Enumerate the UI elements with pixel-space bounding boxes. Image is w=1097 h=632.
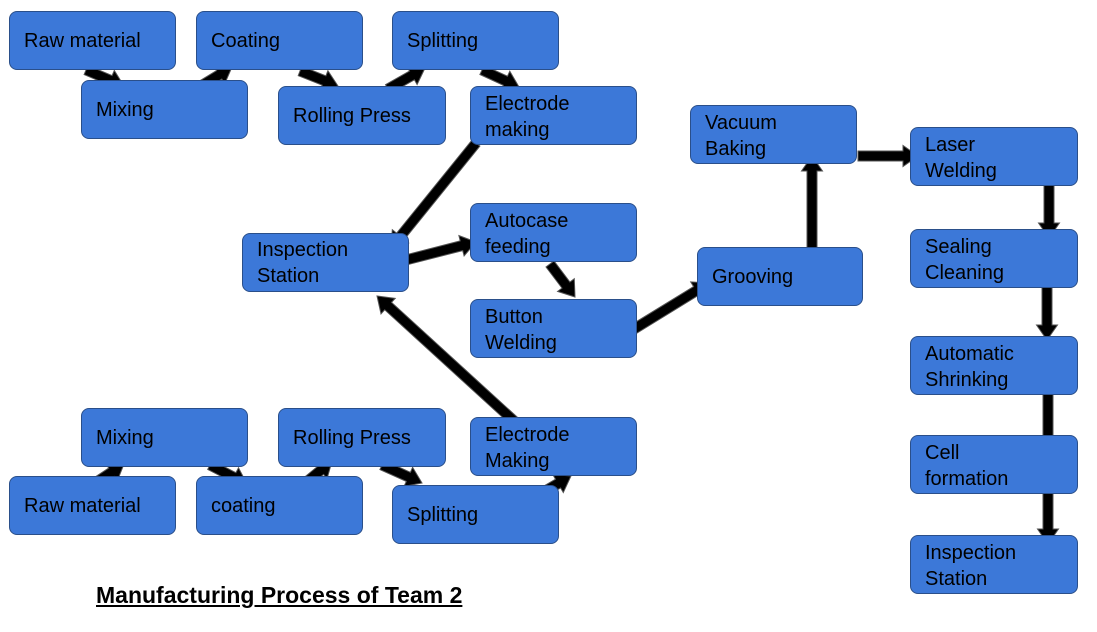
node-autocase-feeding: Autocase feeding bbox=[470, 203, 637, 262]
node-top-splitting: Splitting bbox=[392, 11, 559, 70]
node-button-welding: Button Welding bbox=[470, 299, 637, 358]
node-top-mixing: Mixing bbox=[81, 80, 248, 139]
node-label: Rolling Press bbox=[293, 427, 411, 449]
node-bottom-raw-material: Raw material bbox=[9, 476, 176, 535]
node-label: Coating bbox=[211, 30, 280, 52]
node-label: Electrode Making bbox=[485, 424, 570, 472]
arrow-autocase-to-button bbox=[545, 260, 576, 298]
node-top-electrode-making: Electrode making bbox=[470, 86, 637, 145]
node-bottom-coating: coating bbox=[196, 476, 363, 535]
node-cell-formation: Cell formation bbox=[910, 435, 1078, 494]
node-grooving: Grooving bbox=[697, 247, 863, 306]
node-label: Automatic Shrinking bbox=[925, 343, 1014, 391]
node-label: Inspection Station bbox=[257, 238, 349, 287]
node-label: Raw material bbox=[24, 30, 141, 52]
node-bottom-splitting: Splitting bbox=[392, 485, 559, 544]
node-bottom-rolling-press: Rolling Press bbox=[278, 408, 446, 467]
node-top-rolling-press: Rolling Press bbox=[278, 86, 446, 145]
arrow-sealing-to-shrinking bbox=[1035, 280, 1059, 341]
node-label: Splitting bbox=[407, 30, 479, 52]
node-label: Autocase feeding bbox=[485, 210, 569, 258]
node-label: Mixing bbox=[96, 99, 154, 121]
node-label: Grooving bbox=[712, 266, 794, 288]
arrow-electrode-to-inspection bbox=[390, 139, 481, 249]
node-laser-welding: Laser Welding bbox=[910, 127, 1078, 186]
node-automatic-shrinking: Automatic Shrinking bbox=[910, 336, 1078, 395]
node-label: Cell formation bbox=[925, 442, 1009, 490]
node-label: Electrode making bbox=[485, 93, 570, 141]
node-label: Button Welding bbox=[485, 306, 557, 354]
node-sealing-cleaning: Sealing Cleaning bbox=[910, 229, 1078, 288]
node-label: Rolling Press bbox=[293, 105, 411, 127]
node-label: Laser Welding bbox=[925, 134, 997, 182]
arrow-vacuum-to-laser bbox=[857, 144, 919, 168]
node-inspection-station-center: Inspection Station bbox=[242, 233, 409, 292]
node-top-coating: Coating bbox=[196, 11, 363, 70]
diagram-title: Manufacturing Process of Team 2 bbox=[96, 582, 463, 608]
node-label: Splitting bbox=[407, 504, 479, 526]
node-vacuum-baking: Vacuum Baking bbox=[690, 105, 857, 164]
node-label: Raw material bbox=[24, 495, 141, 517]
node-bottom-mixing: Mixing bbox=[81, 408, 248, 467]
node-inspection-station-final: Inspection Station bbox=[910, 535, 1078, 594]
node-label: coating bbox=[211, 495, 276, 517]
node-top-raw-material: Raw material bbox=[9, 11, 176, 70]
node-label: Mixing bbox=[96, 427, 154, 449]
arrow-bottom-electrode-to-inspection bbox=[376, 295, 519, 426]
node-label: Vacuum Baking bbox=[705, 112, 777, 160]
node-label: Sealing Cleaning bbox=[925, 236, 1004, 284]
node-label: Inspection Station bbox=[925, 542, 1017, 590]
node-bottom-electrode-making: Electrode Making bbox=[470, 417, 637, 476]
